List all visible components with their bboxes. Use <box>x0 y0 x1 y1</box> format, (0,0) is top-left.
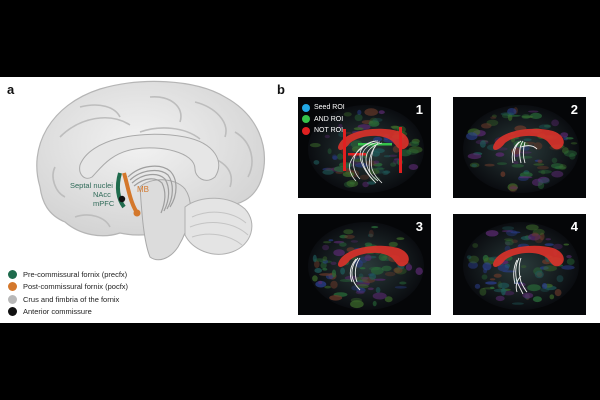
crus-fimbria-swatch <box>8 294 17 304</box>
precfx-tract <box>115 172 126 209</box>
not-roi-bar <box>348 153 366 156</box>
legend-label: Pre-commissural fornix (precfx) <box>23 269 128 279</box>
corpus-callosum <box>79 133 220 181</box>
scan-panel-3: 3 <box>298 214 431 315</box>
fornix-fibres <box>349 140 383 184</box>
scan-panel-2: 2 <box>453 97 586 198</box>
roi-legend-label: Seed ROI <box>314 104 345 112</box>
precfx-swatch <box>8 269 17 279</box>
nacc-label: NAcc <box>93 190 111 199</box>
panel-b-letter: b <box>277 82 285 97</box>
tract-overlay <box>511 140 538 164</box>
cerebellum-folia <box>189 211 249 246</box>
mri-image <box>463 222 579 310</box>
legend-label: Post-commissural fornix (pocfx) <box>23 282 129 292</box>
legend-label: Anterior commissure <box>23 307 92 317</box>
and-roi-bar <box>358 143 392 146</box>
mb-label: MB <box>137 185 149 194</box>
anterior-commissure-mark <box>118 195 126 203</box>
cerebrum-shape <box>36 80 265 237</box>
not-roi-swatch <box>302 126 310 135</box>
fornix-fibres <box>511 140 538 164</box>
scan-panel-4: 4 <box>453 214 586 315</box>
fornix-fibres <box>513 257 528 295</box>
roi-legend-item-seed: Seed ROI <box>302 102 345 114</box>
scan-number: 4 <box>570 219 578 234</box>
scan-number: 1 <box>415 102 423 117</box>
scan-number: 3 <box>415 219 423 234</box>
roi-legend-label: NOT ROI <box>314 127 344 135</box>
mri-image <box>308 222 424 310</box>
pocfx-tract <box>122 172 138 213</box>
panel-a-letter: a <box>7 82 15 97</box>
mri-image <box>463 105 579 193</box>
roi-legend: Seed ROI AND ROI NOT ROI <box>302 102 345 137</box>
brain-illustration <box>36 80 265 261</box>
roi-overlay <box>343 127 402 184</box>
seed-roi-swatch <box>302 103 310 112</box>
legend-item-precfx: Pre-commissural fornix (precfx) <box>8 268 128 281</box>
mammillary-body-mark <box>133 209 141 217</box>
anterior-commissure-swatch <box>8 307 17 317</box>
roi-legend-item-not: NOT ROI <box>302 125 345 137</box>
fornix-fibres <box>349 257 361 291</box>
and-roi-swatch <box>302 115 310 124</box>
septal-nuclei-label: Septal nuclei <box>70 181 113 190</box>
scan-panel-1: Seed ROI AND ROI NOT ROI 1 <box>298 97 431 198</box>
mpfc-label: mPFC <box>93 199 115 208</box>
scan-number: 2 <box>570 102 578 117</box>
not-roi-bar <box>343 129 346 171</box>
figure: a b <box>0 77 600 323</box>
mri-image <box>308 105 424 193</box>
legend-label: Crus and fimbria of the fornix <box>23 294 120 304</box>
roi-legend-item-and: AND ROI <box>302 114 345 126</box>
legend-item-crus-fimbria: Crus and fimbria of the fornix <box>8 293 128 306</box>
roi-legend-label: AND ROI <box>314 115 344 123</box>
pocfx-swatch <box>8 282 17 292</box>
not-roi-bar <box>399 127 402 173</box>
tract-legend: Pre-commissural fornix (precfx) Post-com… <box>8 268 128 318</box>
tract-overlay <box>513 257 528 295</box>
cerebellum <box>184 197 253 255</box>
tract-overlay <box>349 257 361 291</box>
legend-item-anterior-commissure: Anterior commissure <box>8 306 128 319</box>
legend-item-pocfx: Post-commissural fornix (pocfx) <box>8 281 128 294</box>
crus-fimbria-tract <box>127 165 177 214</box>
